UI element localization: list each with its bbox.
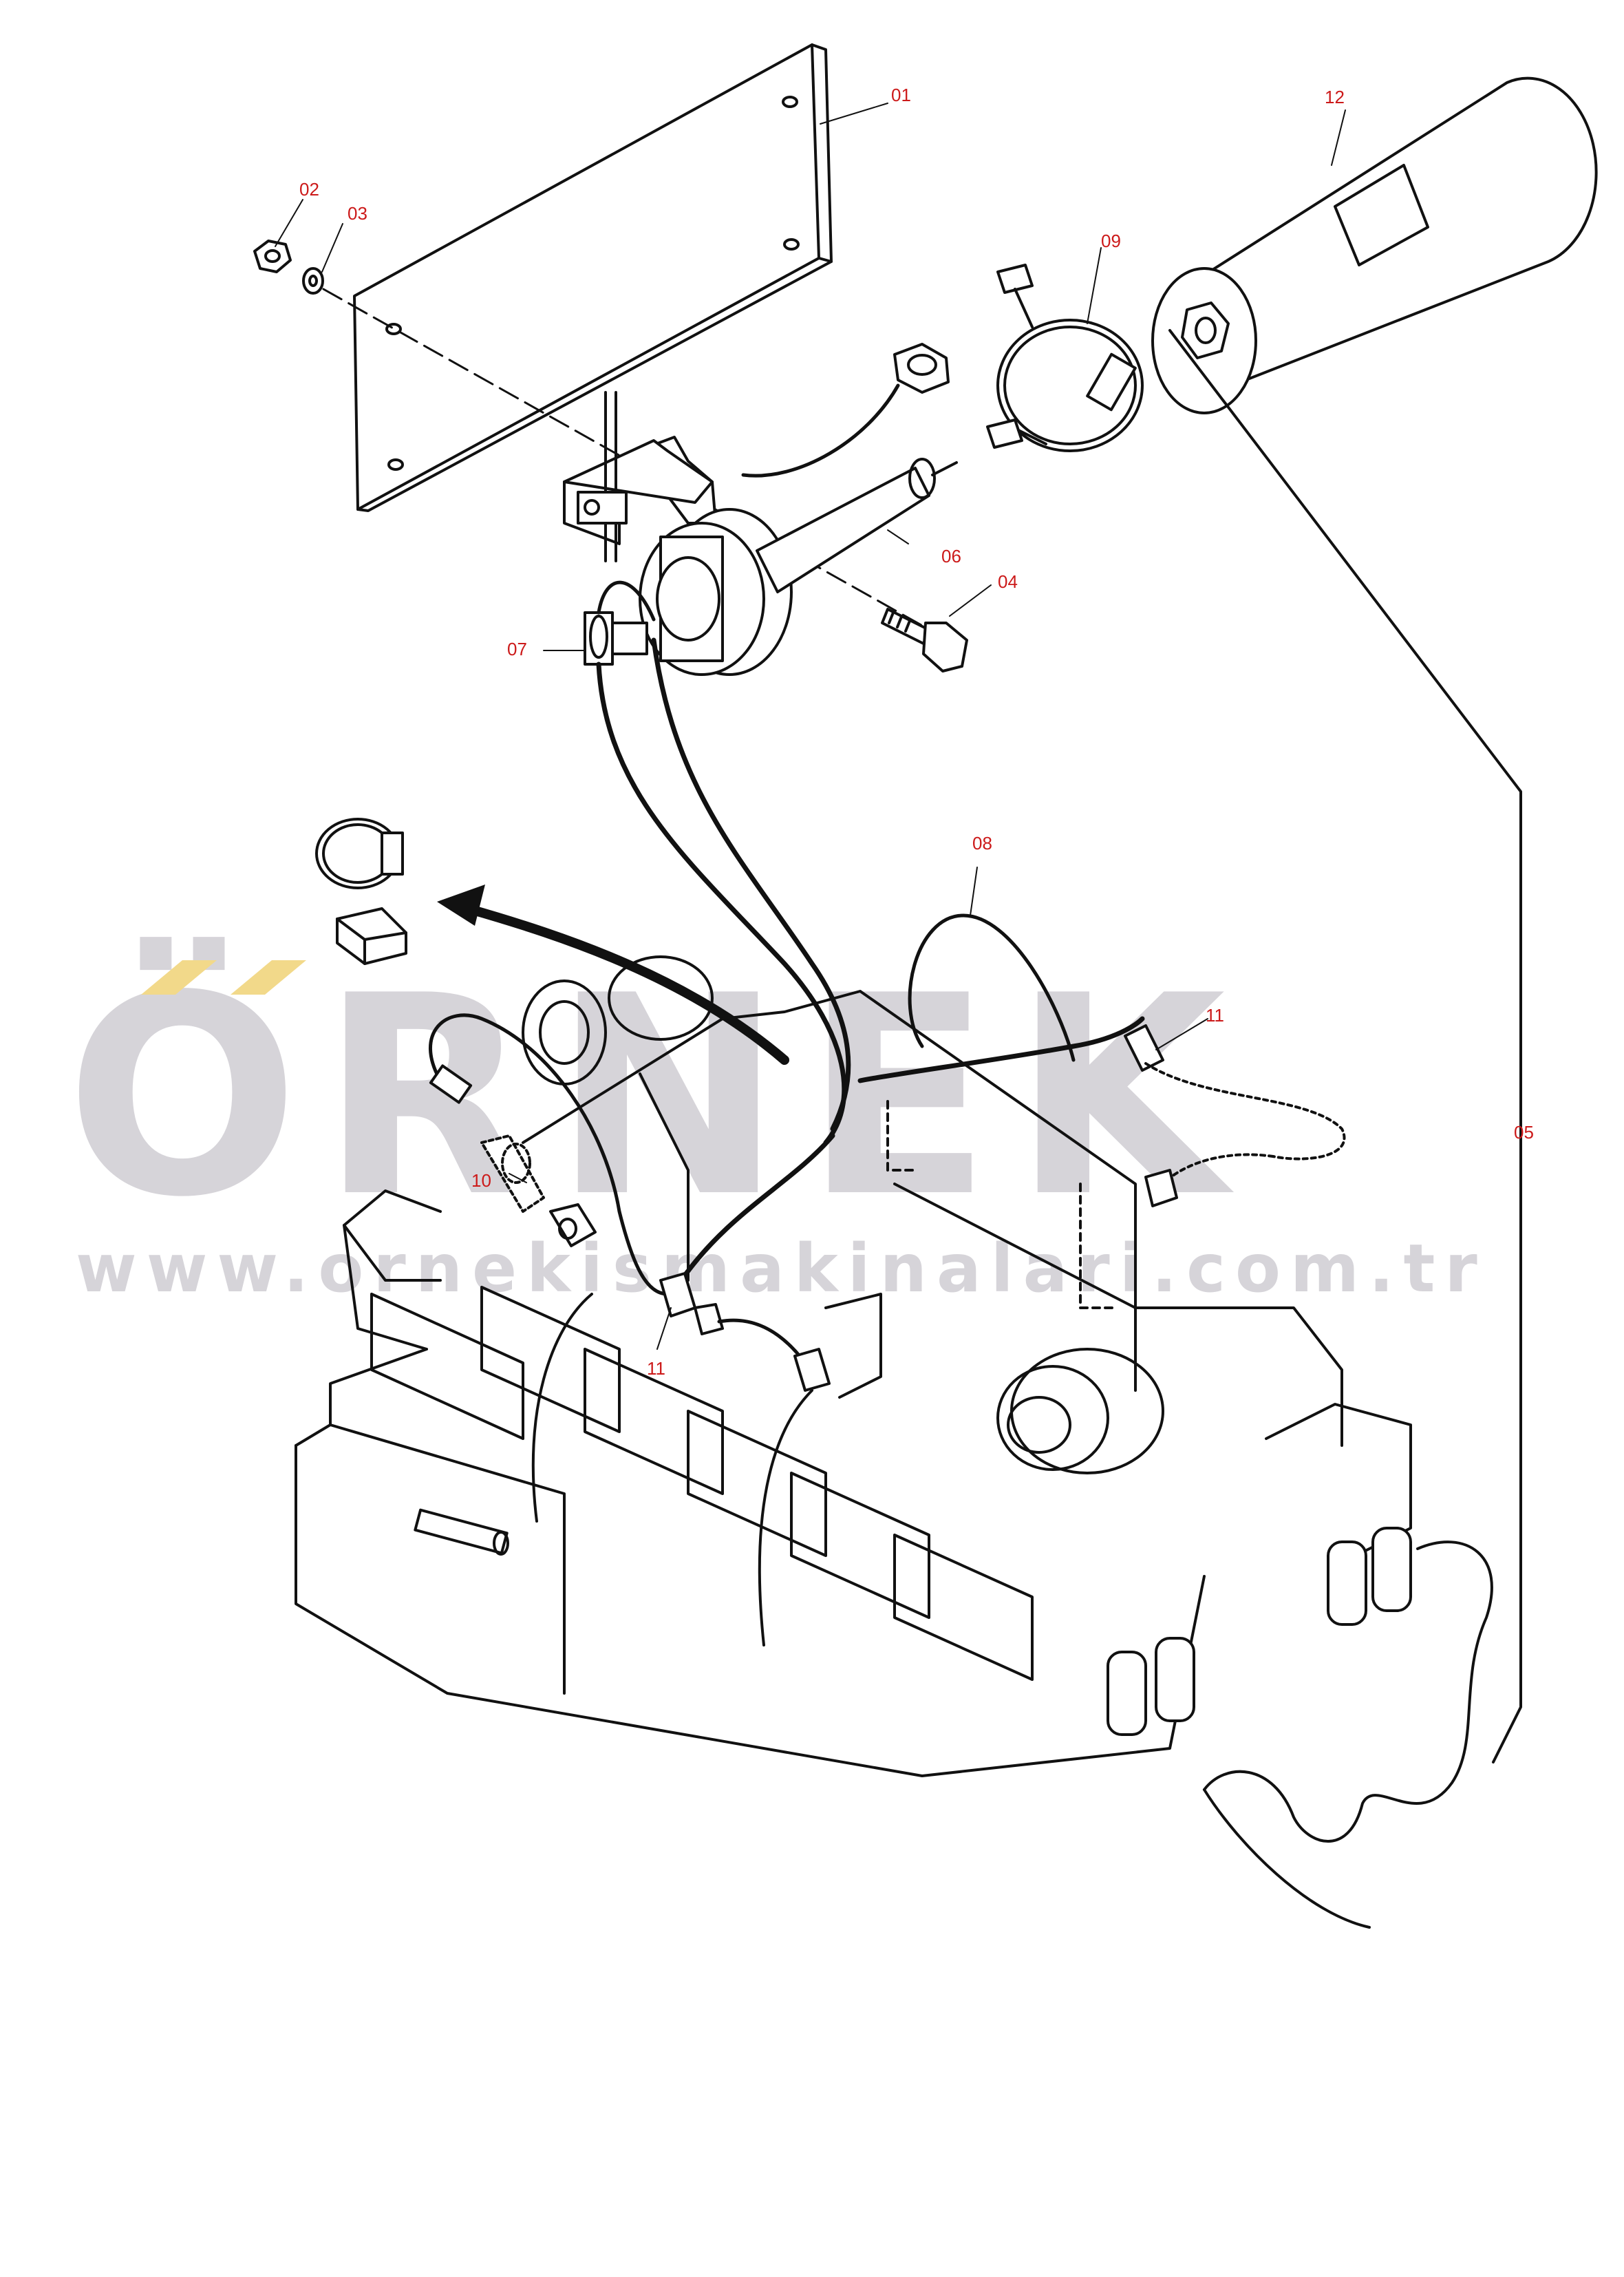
callout-03: 03 <box>348 203 367 224</box>
callout-01: 01 <box>891 85 911 105</box>
harness-c <box>679 1133 835 1283</box>
line-08 <box>908 913 1076 1062</box>
watermark-umlaut <box>141 960 306 995</box>
callout-10: 10 <box>471 1170 491 1191</box>
callout-02: 02 <box>299 179 319 200</box>
callout-11-right: 11 <box>1206 1005 1224 1026</box>
hose-clip <box>315 818 404 889</box>
filter-canister-12 <box>1151 76 1598 414</box>
callout-08: 08 <box>972 833 992 854</box>
harness-b <box>651 637 851 1132</box>
harness-a <box>596 661 847 1145</box>
connector-11-right <box>1124 1024 1346 1207</box>
cap-nut <box>741 343 950 478</box>
leader-lines <box>275 103 1346 1350</box>
fuel-pipe-05 <box>1168 329 1522 1764</box>
callout-11-left: 11 <box>647 1358 665 1379</box>
heater-unit-06 <box>563 391 958 676</box>
callout-12: 12 <box>1325 87 1345 107</box>
callout-06: 06 <box>941 546 961 566</box>
connector-11-left <box>659 1272 831 1392</box>
washer-03 <box>302 267 324 295</box>
mounting-plate <box>353 43 833 512</box>
line-08b <box>857 1016 1145 1083</box>
engine-block <box>295 955 1493 1929</box>
callout-07: 07 <box>507 639 527 659</box>
nut-02 <box>253 240 292 273</box>
rubber-pad <box>336 907 407 965</box>
callout-04: 04 <box>998 571 1018 592</box>
callout-05: 05 <box>1514 1122 1534 1143</box>
fitting-07 <box>584 580 656 666</box>
direction-arrow <box>437 885 789 1065</box>
callout-09: 09 <box>1101 231 1121 251</box>
bolt-04 <box>881 608 968 672</box>
clamp-09 <box>986 264 1144 452</box>
watermark-logo: ÖRNEK <box>65 938 1247 1258</box>
watermark-url: www.ornekismakinalari.com.tr <box>76 1230 1487 1307</box>
